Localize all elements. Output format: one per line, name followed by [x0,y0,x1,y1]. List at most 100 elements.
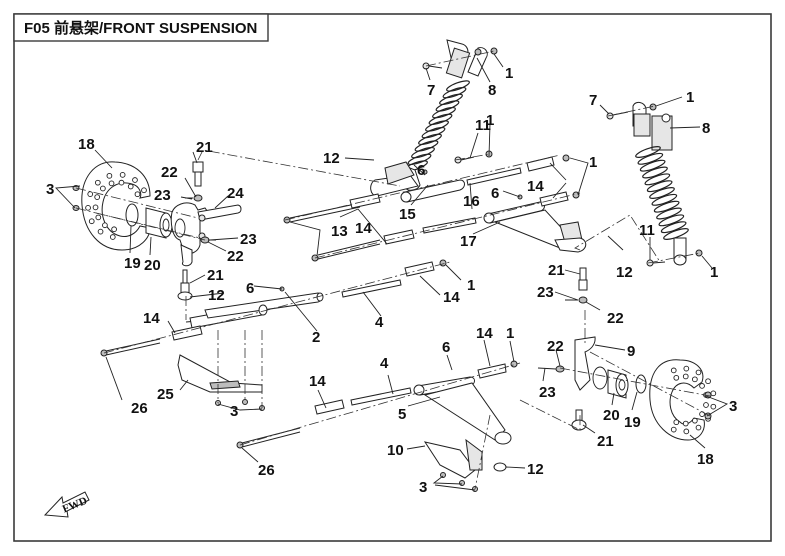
callout-1: 1 [686,89,694,106]
spring-coil [642,166,668,179]
callout-14: 14 [443,289,460,306]
spring-coil [656,207,682,220]
callout-7: 7 [427,82,435,99]
disc-hole [94,179,101,186]
callout-21: 21 [207,267,224,284]
disc-hole [670,367,677,374]
spring-coil [646,180,673,193]
disc-hole [119,172,126,178]
left-brake-disc [81,161,151,251]
callout-19: 19 [624,414,641,431]
spring-coil [637,152,664,165]
spring-coil [663,228,689,240]
callout-13: 13 [331,223,348,240]
callout-24: 24 [227,185,244,202]
callout-17: 17 [460,233,477,250]
right-hub-parts [607,369,647,399]
fwd-arrow-icon: FWD [43,491,90,518]
disc-hole [682,420,689,427]
left-skid-plate-25 [177,354,265,411]
callout-18: 18 [78,136,95,153]
callout-4: 4 [375,314,384,331]
spring-coil [442,86,467,99]
callout-10: 10 [387,442,404,459]
lower-left-bolts [100,259,447,357]
disc-hole [683,365,690,372]
spring-coil [649,187,675,199]
disc-hole [94,194,101,200]
disc-hole [100,185,106,192]
callout-14: 14 [476,325,493,342]
disc-hole [710,403,717,410]
disc-hole [673,419,680,426]
callout-23: 23 [539,384,556,401]
spring-coil [435,100,460,112]
callout-7: 7 [589,92,597,109]
disc-hole [87,191,94,197]
disc-hole [695,369,702,376]
spring-coil [644,173,671,186]
callout-8: 8 [488,82,496,99]
disc-hole [95,214,102,221]
callout-21: 21 [597,433,614,450]
callout-11: 11 [639,222,655,239]
disc-hole [673,374,680,381]
callout-23: 23 [240,231,257,248]
callout-3: 3 [419,479,427,496]
spring-coil [425,120,449,132]
left-ball-joints [72,161,210,323]
callout-labels: 1 1 1 1 1 1 1 1 2 3 3 3 3 4 4 5 6 6 6 6 … [46,65,737,496]
right-skid-plate-10 [423,438,507,492]
spring-coil [635,146,661,158]
callout-1: 1 [486,112,494,129]
callout-12: 12 [616,264,633,281]
right-brake-disc [649,359,717,441]
disc-hole [134,191,141,198]
callout-1: 1 [506,325,514,342]
callout-21: 21 [548,262,565,279]
disc-hole [102,222,108,229]
callout-14: 14 [143,310,160,327]
callout-23: 23 [154,187,171,204]
spring-coil [446,80,470,92]
callout-9: 9 [627,343,635,360]
callout-1: 1 [710,264,718,281]
callout-15: 15 [399,206,416,223]
disc-hole [109,234,116,240]
disc-hole [670,426,677,433]
disc-hole [682,373,689,380]
disc-hole [703,402,709,408]
spring-coil [651,193,678,206]
disc-hole [141,187,147,194]
callout-21: 21 [196,139,213,156]
callout-22: 22 [607,310,624,327]
disc-hole [692,376,698,383]
spring-coil [439,93,463,106]
spring-coil [414,140,439,152]
callout-6: 6 [246,280,254,297]
diagram-frame [13,13,772,542]
callout-26: 26 [131,400,148,417]
callout-8: 8 [702,120,710,137]
callout-18: 18 [697,451,714,468]
disc-hole [692,417,698,424]
spring-coil [658,214,685,227]
callout-16: 16 [463,193,480,210]
callout-22: 22 [227,248,244,265]
callout-22: 22 [547,338,564,355]
disc-hole [111,226,117,233]
disc-hole [88,218,95,225]
callout-6: 6 [442,339,450,356]
disc-hole [97,228,104,235]
disc-hole [118,179,125,186]
lower-right-a-arm-5 [413,376,512,445]
left-steering-arm-24 [197,204,242,221]
callout-20: 20 [144,257,161,274]
disc-hole [108,180,115,187]
callout-11: 11 [475,117,491,134]
right-knuckle-9 [555,267,608,431]
page-title: F05 前悬架/FRONT SUSPENSION [24,19,257,37]
left-hub-parts [125,202,242,267]
callout-19: 19 [124,255,141,272]
